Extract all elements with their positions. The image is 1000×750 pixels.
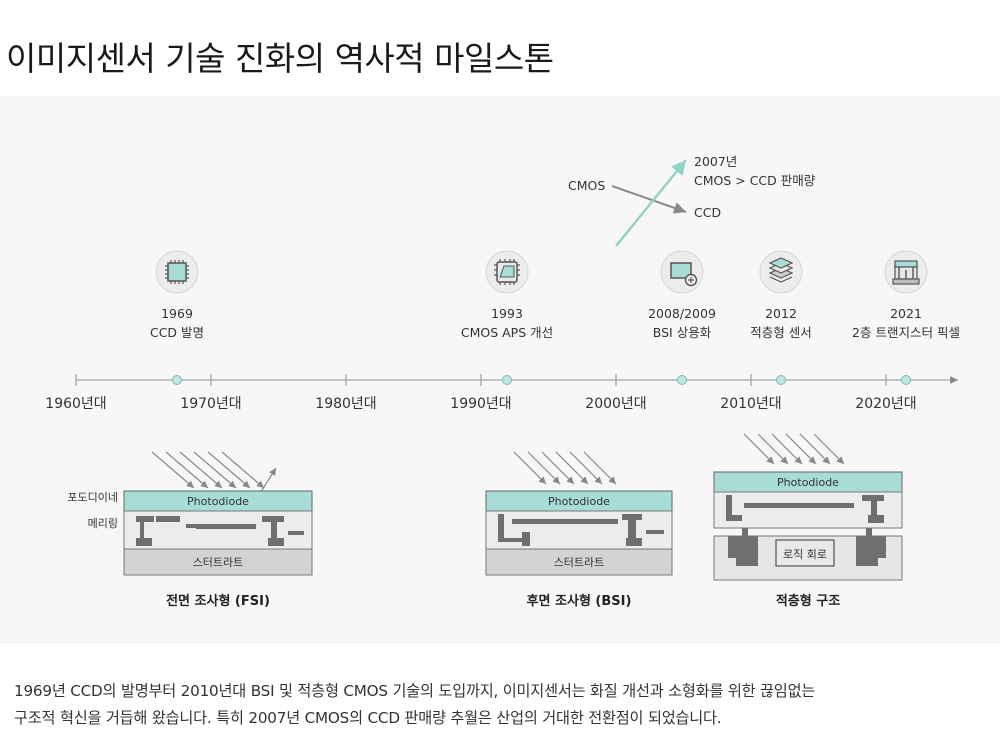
cmos-chip-icon-glyph — [494, 259, 520, 285]
milestone-year: 2012 — [765, 306, 797, 321]
decade-label: 2000년대 — [585, 396, 646, 412]
sensor-module-icon-glyph — [670, 262, 698, 287]
milestone-2008: 2008/2009 BSI 상용화 — [648, 250, 716, 340]
timeline-dot — [677, 375, 687, 385]
decade-label: 2010년대 — [720, 396, 781, 412]
diagram-panel: CMOS CCD 2007년 CMOS > CCD 판매량 1969 CCD 발… — [0, 96, 1000, 644]
metal-wiring — [136, 516, 154, 546]
timeline-dot — [502, 375, 512, 385]
decade-label: 2020년대 — [855, 396, 916, 412]
milestone-2021: 2021 2층 트랜지스터 픽셀 — [852, 250, 960, 340]
decade-label: 1970년대 — [180, 396, 241, 412]
timeline-diagram: CMOS CCD 2007년 CMOS > CCD 판매량 1969 CCD 발… — [45, 154, 960, 609]
transistor-pixel-icon-glyph — [892, 260, 920, 285]
milestone-year: 2021 — [890, 306, 922, 321]
milestone-label: BSI 상용화 — [653, 325, 712, 340]
caption-line-2: 구조적 혁신을 거듭해 왔습니다. 특히 2007년 CMOS의 CCD 판매량… — [14, 709, 722, 727]
cmos-label: CMOS — [568, 178, 605, 193]
bsi-structure: Photodiode 스터트라트 후면 조사형 (BSI) — [485, 451, 673, 609]
stacked-layers-icon-glyph — [768, 257, 794, 283]
milestone-label: CMOS APS 개선 — [461, 325, 553, 340]
milestone-label: CCD 발명 — [150, 325, 204, 340]
page-title: 이미지센서 기술 진화의 역사적 마일스톤 — [6, 39, 554, 78]
description-caption: 1969년 CCD의 발명부터 2010년대 BSI 및 적층형 CMOS 기술… — [14, 678, 994, 732]
ccd-trend-line — [611, 185, 687, 214]
milestone-year: 1993 — [491, 306, 523, 321]
timeline-dot — [172, 375, 182, 385]
substrate-layer — [123, 548, 313, 576]
decade-label: 1980년대 — [315, 396, 376, 412]
structure-caption: 적층형 구조 — [776, 593, 840, 609]
milestone-year: 1969 — [161, 306, 193, 321]
structure-caption: 후면 조사형 (BSI) — [527, 593, 632, 609]
decade-label: 1990년대 — [450, 396, 511, 412]
milestone-year: 2008/2009 — [648, 306, 716, 321]
timeline-dot — [901, 375, 911, 385]
structure-caption: 전면 조사형 (FSI) — [166, 593, 270, 609]
decade-label: 1960년대 — [45, 396, 106, 412]
incident-light-rays — [743, 433, 845, 465]
metal-layer — [485, 510, 673, 550]
side-label-metal: 메리링 — [88, 517, 118, 530]
chip-icon-glyph — [165, 260, 189, 284]
substrate-label: 스터트라트 — [193, 556, 244, 569]
milestone-1969: 1969 CCD 발명 — [150, 250, 204, 340]
substrate-layer — [485, 548, 673, 576]
photodiode-label: Photodiode — [548, 495, 610, 508]
timeline-axis: 1960년대 1970년대 1980년대 1990년대 2000년대 2010년… — [45, 374, 958, 412]
timeline-dot — [776, 375, 786, 385]
crossover-text: CMOS > CCD 판매량 — [694, 173, 816, 188]
crossover-year: 2007년 — [694, 154, 737, 169]
incident-light-rays — [513, 451, 617, 485]
photodiode-label: Photodiode — [777, 476, 839, 489]
axis-ticks — [75, 374, 887, 386]
cmos-trend-line — [615, 159, 687, 247]
ccd-label: CCD — [694, 205, 721, 220]
caption-line-1: 1969년 CCD의 발명부터 2010년대 BSI 및 적층형 CMOS 기술… — [14, 682, 816, 700]
stacked-structure: Photodiode 로직 회로 적층형 구조 — [713, 433, 903, 609]
logic-circuit-box — [775, 539, 835, 567]
milestone-1993: 1993 CMOS APS 개선 — [461, 250, 553, 340]
photodiode-label: Photodiode — [187, 495, 249, 508]
milestone-label: 적층형 센서 — [750, 325, 811, 340]
fsi-structure: Photodiode 스터트라트 포도디이네 메리링 전면 조사형 (FSI) — [67, 451, 313, 609]
metal-wiring — [726, 495, 884, 523]
market-crossover: CMOS CCD 2007년 CMOS > CCD 판매량 — [568, 154, 816, 247]
substrate-label: 스터트라트 — [554, 556, 605, 569]
side-label-photodiode: 포도디이네 — [67, 491, 118, 504]
milestone-label: 2층 트랜지스터 픽셀 — [852, 325, 960, 340]
milestone-2012: 2012 적층형 센서 — [750, 250, 812, 340]
metal-wiring — [498, 514, 530, 546]
logic-label: 로직 회로 — [783, 548, 827, 561]
